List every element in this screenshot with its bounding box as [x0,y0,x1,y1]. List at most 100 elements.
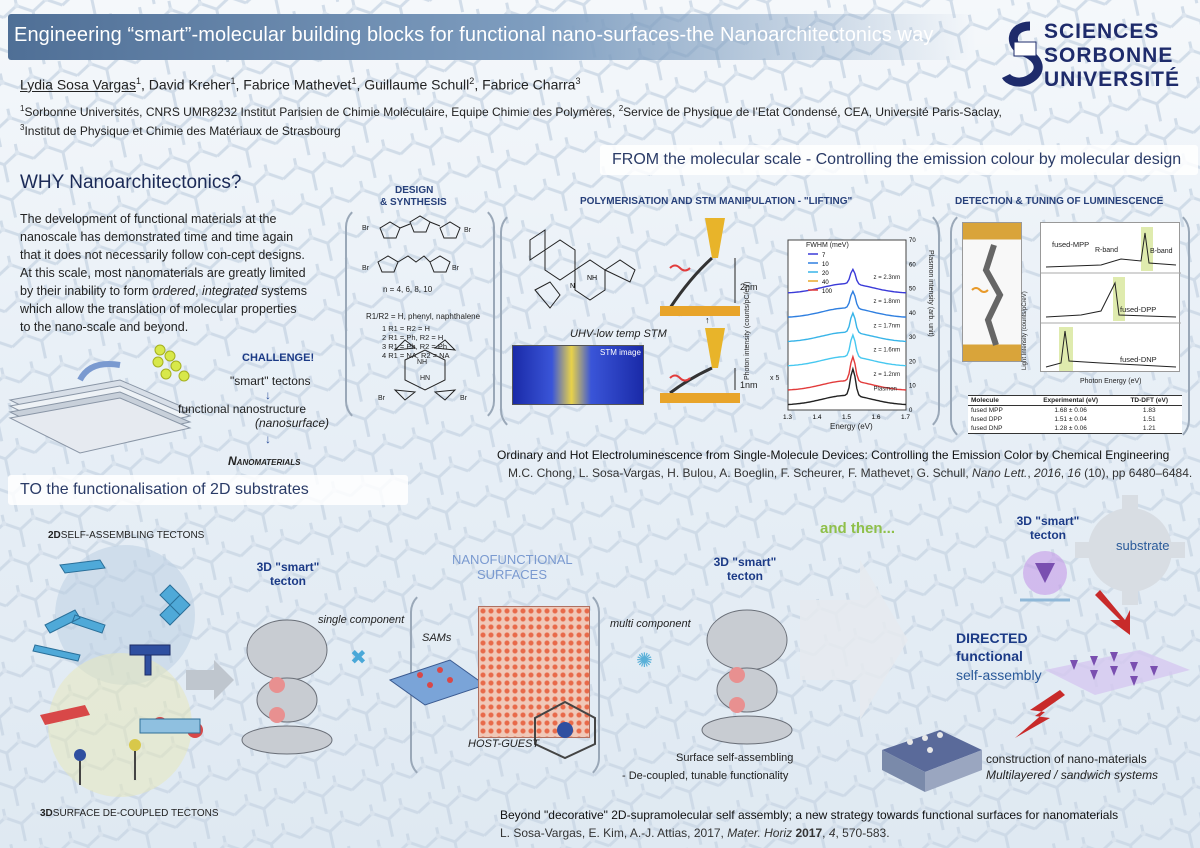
arrow-right-icon [186,660,234,700]
series-label-dnp: fused-DNP [1120,355,1157,364]
series-label-mpp: fused-MPP [1052,240,1090,249]
design-row-1: 1 R1 = R2 = H [382,324,430,333]
smart-tecton-label-top: 3D "smart" tecton [1016,514,1080,542]
design-chemical-structures: Br Br Br Br NH HN Br Br [362,215,472,402]
multi-component-label: multi component [610,618,691,630]
chart-series-line [787,311,907,343]
ref1-citation: M.C. Chong, L. Sosa-Vargas, H. Bulou, A.… [508,466,1193,480]
author-5: Fabrice Charra [482,76,576,93]
chart-series-line [787,366,907,406]
logo-text-universite: UNIVERSITÉ [1044,68,1181,91]
chart-legend-label: 100 [822,289,833,295]
svg-text:N: N [570,283,575,290]
substrate-label: substrate [1116,538,1170,553]
svg-text:↑: ↑ [705,315,710,325]
chart-legend-title: FWHM (meV) [806,242,849,249]
smart-tecton-label-right: 3D "smart" tecton [713,555,777,583]
detect-spectra-plot [1040,222,1181,372]
label-2d-tectons: 2DSELF-ASSEMBLING TECTONS [48,530,205,541]
section-title-functionalisation: TO the functionalisation of 2D substrate… [20,481,309,498]
surface-self-assembling-label: Surface self-assembling [676,752,794,764]
molecule-wire-icon [971,244,1004,346]
design-n-values: n = 4, 6, 8, 10 [383,285,433,294]
smart-tecton-label-left: 3D "smart" tecton [256,560,320,588]
chart-xlabel: Energy (eV) [830,422,873,431]
construction-label: construction of nano-materials [986,752,1147,766]
sparkle-icon: ✺ [636,650,653,672]
chart-y-tick-label: 70 [909,238,916,244]
svg-text:HN: HN [420,375,430,382]
detect-xlabel: Photon Energy (eV) [1080,378,1142,385]
chart-series-label: Plasmon [874,387,897,393]
affiliation-line-2: 3Institut de Physique et Chimie des Maté… [20,123,341,138]
design-label-1: DESIGN [395,185,434,196]
logo-text-sciences: SCIENCES [1044,20,1160,43]
chart-scale-note: x 5 [770,375,780,382]
why-body: The development of functional materials … [20,212,307,334]
tectons-label: "smart" tectons [230,374,311,388]
smart-tecton-molecule-left [241,619,333,755]
svg-text:NH: NH [587,275,597,282]
author-1: Lydia Sosa Vargas [20,76,136,93]
chart-x-tick-label: 1.5 [842,414,851,421]
host-guest-stm-image [478,606,590,738]
chart-series-label: z = 1.2nm [874,372,901,378]
multilayer-illustration [882,730,982,792]
table-row: fused MPP 1.68 ± 0.06 1.83 [971,407,1156,414]
arrow-down-right-icon [1095,590,1130,635]
design-row-2: 2 R1 = Ph, R2 = H [382,333,444,342]
layered-material-illustration [8,344,192,454]
poly-label: POLYMERISATION AND STM MANIPULATION - "L… [580,196,853,207]
nanosurface-label: (nanosurface) [255,416,330,430]
section-title-molecular: FROM the molecular scale - Controlling t… [612,151,1182,168]
functional-label: functional [956,648,1023,664]
chart-x-tick-label: 1.7 [901,414,910,421]
title-bar [8,14,976,60]
table-row: fused DNP 1.28 ± 0.06 1.21 [968,424,1182,434]
ref2-title: Beyond "decorative" 2D-supramolecular se… [500,808,1119,822]
design-r-definition: R1/R2 = H, phenyl, naphthalene [366,312,481,321]
and-then-label: and then... [820,520,895,537]
detect-bracket [950,210,1190,442]
design-row-3: 3 R1 = Ph, R2 = Ph [382,342,448,351]
poster-title: Engineering “smart”-molecular building b… [14,24,934,46]
label-3d-tectons: 3DSURFACE DE-COUPLED TECTONS [40,808,219,819]
author-4: Guillaume Schull [364,76,470,93]
stm-image [512,345,644,405]
section-bar-functionalisation [8,475,408,505]
chart-y-tick-label: 10 [909,384,916,390]
affiliation-line-1: 1Sorbonne Universités, CNRS UMR8232 Inst… [20,104,1002,119]
svg-text:Br: Br [452,265,460,272]
svg-text:Br: Br [362,225,370,232]
author-2: David Kreher [148,76,231,93]
chart-series-line [787,289,907,318]
chart-series-label: z = 1.8nm [874,299,901,305]
chart-y-tick-label: 20 [909,359,916,365]
design-bracket [345,205,495,423]
sorbonne-logo-icon [1001,21,1043,87]
directed-label: DIRECTED [956,630,1028,646]
chart-legend-label: 7 [822,253,826,259]
nanomaterials-label: Nanomaterials [228,454,301,468]
rband-label: R-band [1095,247,1118,254]
tectons-illustration [32,545,203,797]
chart-ylabel: Photon intensity (counts/pC/eV) [744,281,751,380]
arrow-down-icon: ↓ [265,388,271,402]
stm-image-label: STM image [600,348,641,357]
gear-icon [1075,495,1185,605]
author-list: Lydia Sosa Vargas1, David Kreher1, Fabri… [20,76,581,93]
chart-series-line [787,267,907,294]
lightning-arrow-icon [1015,690,1065,738]
chart-y-tick-label: 30 [909,335,916,341]
detect-ylabel: Light Intensity (counts/pC/eV) [1022,291,1028,370]
author-3: Fabrice Mathevet [243,76,352,93]
chart-plot-area [787,239,907,411]
sams-label: SAMs [422,632,452,644]
tecton-glow-icon [1020,551,1070,602]
design-label-2: & SYNTHESIS [380,197,447,208]
sams-illustration [388,659,487,706]
series-label-dpp: fused-DPP [1120,305,1157,314]
table-row: fused DPP 1.51 ± 0.04 1.51 [971,416,1156,423]
bband-label: B-band [1150,248,1173,255]
